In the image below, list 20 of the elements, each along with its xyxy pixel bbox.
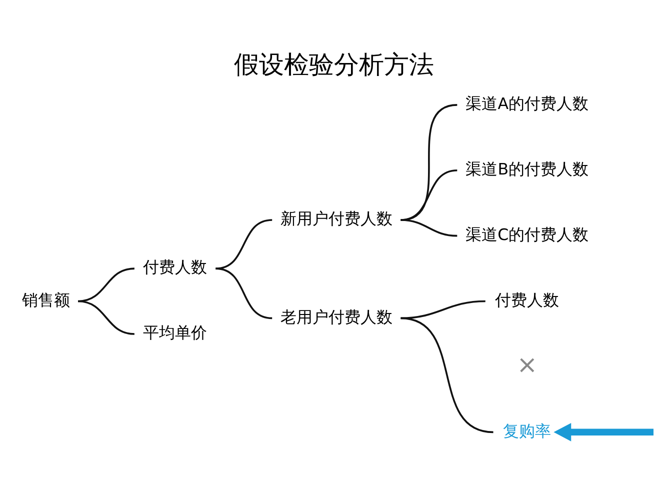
node-text: 复购率	[502, 420, 551, 440]
node-text: 平均单价	[142, 322, 207, 342]
connector	[215, 218, 272, 269]
arrow	[553, 422, 653, 441]
connector	[400, 218, 457, 236]
label: ×	[516, 350, 538, 379]
node-text: 付费人数	[142, 257, 207, 276]
node-text: 老用户付费人数	[280, 306, 392, 326]
node-text: 渠道C的付费人数	[465, 224, 588, 244]
node-text: 渠道B的付费人数	[465, 159, 588, 178]
node-text: 销售额	[21, 290, 70, 309]
connector	[400, 300, 485, 319]
diagram-title: 假设检验分析方法	[234, 49, 434, 78]
node-text: 渠道A的付费人数	[465, 94, 588, 113]
connector	[215, 267, 272, 319]
connector	[400, 316, 493, 433]
connector	[77, 300, 134, 334]
node-text: 新用户付费人数	[280, 208, 392, 228]
node-text: 付费人数	[494, 290, 559, 309]
connector	[77, 267, 134, 302]
